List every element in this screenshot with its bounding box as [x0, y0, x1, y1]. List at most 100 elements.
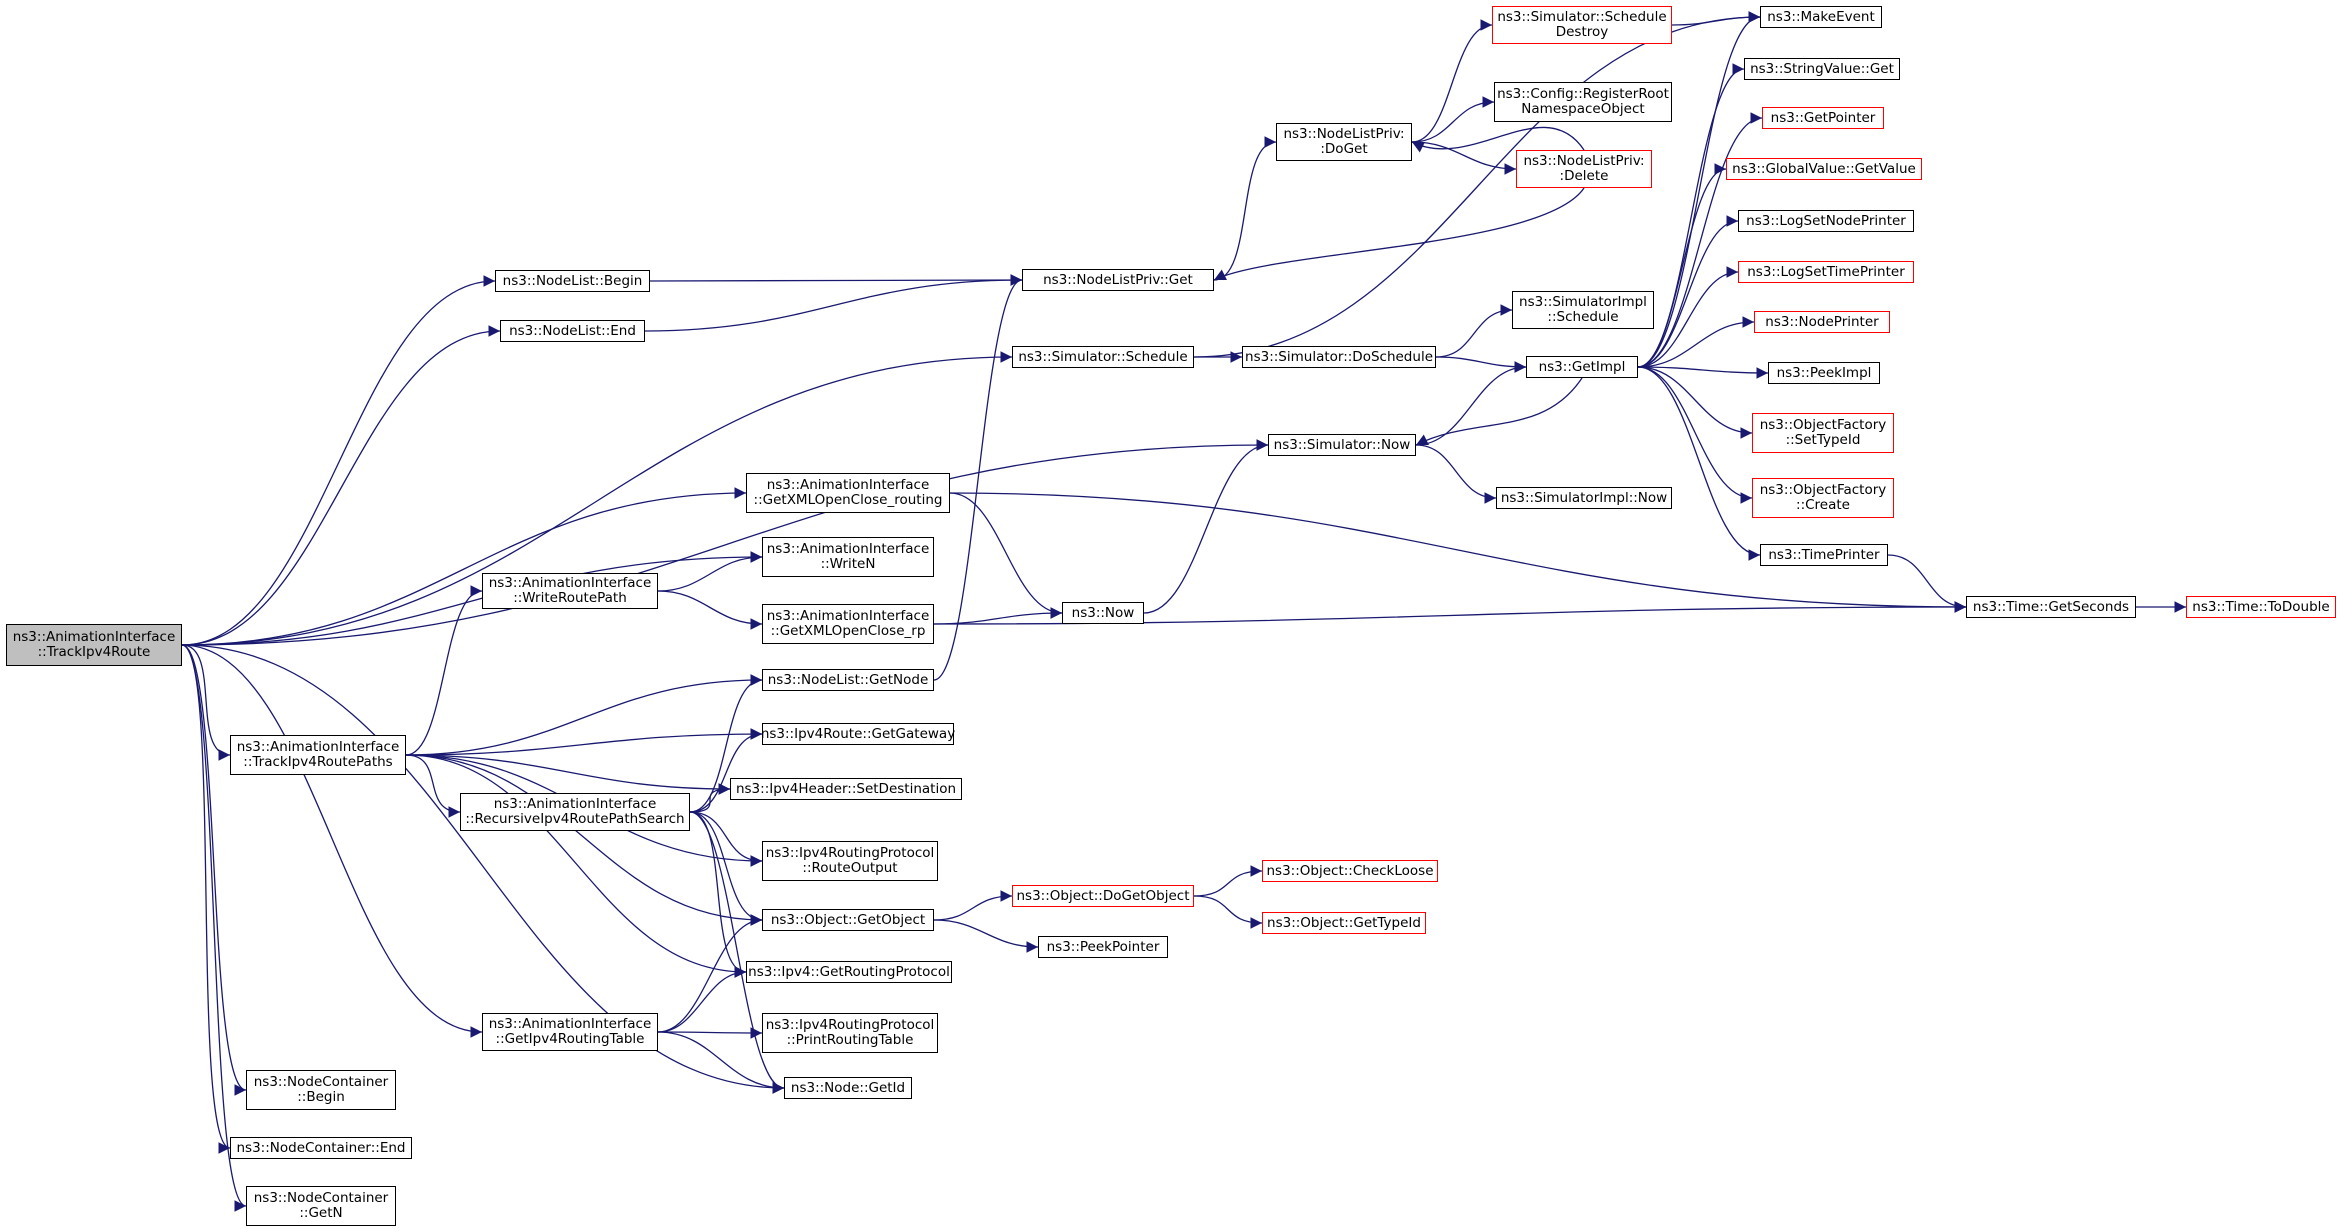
node-label-line: ns3::AnimationInterface [488, 1016, 652, 1032]
node-label-line: ::WriteN [820, 556, 876, 572]
graph-node-obj-dogetobject[interactable]: ns3::Object::DoGetObject [1012, 885, 1194, 907]
graph-node-makeevent[interactable]: ns3::MakeEvent [1760, 6, 1882, 28]
node-label-line: ::GetIpv4RoutingTable [495, 1031, 645, 1047]
node-label-line: ns3::NodeContainer::End [236, 1139, 406, 1156]
graph-node-obj-gettypeid[interactable]: ns3::Object::GetTypeId [1262, 912, 1426, 934]
graph-node-ipv4route-gw[interactable]: ns3::Ipv4Route::GetGateway [761, 723, 955, 745]
graph-node-stringvalue-get[interactable]: ns3::StringValue::Get [1744, 58, 1900, 80]
graph-node-ai-writeroutepath[interactable]: ns3::AnimationInterface::WriteRoutePath [482, 573, 658, 609]
graph-node-nlp-delete[interactable]: ns3::NodeListPriv::Delete [1516, 150, 1652, 188]
call-edge-ai-recursive-to-rp-routeoutput [689, 811, 763, 867]
node-label-line: ns3::AnimationInterface [766, 477, 930, 493]
node-label-line: ns3::NodeList::End [509, 322, 636, 339]
graph-node-nl-getnode[interactable]: ns3::NodeList::GetNode [762, 669, 934, 691]
node-label-line: ::Schedule [1547, 309, 1619, 325]
call-edge-obj-getobject-to-obj-dogetobject [933, 890, 1013, 921]
node-label-line: ns3::NodeContainer [253, 1190, 389, 1206]
graph-node-ai-recursive[interactable]: ns3::AnimationInterface::RecursiveIpv4Ro… [460, 793, 690, 831]
node-label-line: ns3::MakeEvent [1767, 8, 1875, 25]
graph-node-sim-schedule[interactable]: ns3::Simulator::Schedule [1012, 346, 1194, 368]
graph-node-ai-xml-routing[interactable]: ns3::AnimationInterface::GetXMLOpenClose… [746, 473, 950, 513]
graph-node-obj-getobject[interactable]: ns3::Object::GetObject [762, 909, 934, 931]
graph-node-nlp-doget[interactable]: ns3::NodeListPriv::DoGet [1276, 123, 1412, 161]
call-edge-nl-getnode-to-nlp-get [933, 274, 1023, 681]
call-edge-nlp-doget-to-cfg-register [1411, 96, 1495, 143]
call-edge-root-to-nc-end [181, 644, 231, 1154]
call-edge-ai-recursive-to-obj-getobject [689, 811, 763, 926]
call-edge-sim-now-to-simimpl-now [1415, 444, 1497, 504]
graph-node-nl-end[interactable]: ns3::NodeList::End [500, 320, 645, 342]
graph-node-ai-trackpaths[interactable]: ns3::AnimationInterface::TrackIpv4RouteP… [230, 735, 406, 775]
node-label-line: ns3::GetImpl [1538, 358, 1626, 375]
node-label-line: ns3::Ipv4Header::SetDestination [735, 780, 957, 797]
graph-node-ai-getrt[interactable]: ns3::AnimationInterface::GetIpv4RoutingT… [482, 1013, 658, 1051]
node-label-line: ns3::NodeContainer [253, 1074, 389, 1090]
call-edge-ai-writeroutepath-to-ai-xml-rp [657, 590, 763, 630]
node-label-line: ns3::ObjectFactory [1759, 482, 1887, 498]
node-label-line: ns3::StringValue::Get [1750, 60, 1894, 77]
graph-node-node-getid[interactable]: ns3::Node::GetId [784, 1077, 912, 1099]
call-edge-root-to-nl-end [181, 325, 501, 646]
graph-node-timeprinter[interactable]: ns3::TimePrinter [1760, 544, 1888, 566]
node-label-line: ::RecursiveIpv4RoutePathSearch [465, 811, 685, 827]
call-edge-getimpl-to-peekimpl [1637, 366, 1769, 379]
graph-node-nc-end[interactable]: ns3::NodeContainer::End [230, 1137, 412, 1159]
node-label-line: ns3::AnimationInterface [766, 608, 930, 624]
graph-node-ipv4hdr-setdest[interactable]: ns3::Ipv4Header::SetDestination [730, 778, 962, 800]
call-edge-getimpl-to-logsetnodeprinter [1637, 215, 1739, 368]
graph-node-nodeprinter[interactable]: ns3::NodePrinter [1754, 311, 1890, 333]
node-label-line: ns3::PeekImpl [1776, 364, 1872, 381]
call-edge-root-to-ai-trackpaths [181, 644, 231, 761]
graph-node-simimpl-schedule[interactable]: ns3::SimulatorImpl::Schedule [1512, 291, 1654, 329]
graph-node-now[interactable]: ns3::Now [1062, 602, 1144, 624]
node-label-line: ns3::Simulator::Schedule [1018, 348, 1188, 365]
graph-node-gv-getvalue[interactable]: ns3::GlobalValue::GetValue [1726, 158, 1922, 180]
node-label-line: ns3::AnimationInterface [488, 575, 652, 591]
graph-node-obj-checkloose[interactable]: ns3::Object::CheckLoose [1262, 860, 1438, 882]
node-label-line: ns3::PeekPointer [1046, 938, 1160, 955]
call-edge-now-to-sim-now [1143, 439, 1269, 614]
node-label-line: ns3::NodeList::GetNode [767, 671, 929, 688]
node-label-line: ::Create [1796, 497, 1850, 513]
graph-node-nc-begin[interactable]: ns3::NodeContainer::Begin [246, 1070, 396, 1110]
call-edge-getimpl-to-timeprinter [1637, 366, 1761, 561]
graph-node-nc-getn[interactable]: ns3::NodeContainer::GetN [246, 1186, 396, 1226]
graph-node-peekpointer[interactable]: ns3::PeekPointer [1038, 936, 1168, 958]
node-label-line: ::PrintRoutingTable [786, 1032, 914, 1048]
graph-node-time-getseconds[interactable]: ns3::Time::GetSeconds [1966, 596, 2136, 618]
graph-node-nl-begin[interactable]: ns3::NodeList::Begin [495, 270, 650, 292]
graph-node-root: ns3::AnimationInterface::TrackIpv4Route [6, 624, 182, 666]
graph-node-getpointer[interactable]: ns3::GetPointer [1762, 107, 1884, 129]
graph-node-of-settypeid[interactable]: ns3::ObjectFactory::SetTypeId [1752, 413, 1894, 453]
graph-node-ai-writen[interactable]: ns3::AnimationInterface::WriteN [762, 537, 934, 577]
node-label-line: ns3::Simulator::Now [1273, 436, 1411, 453]
graph-node-rp-printrt[interactable]: ns3::Ipv4RoutingProtocol::PrintRoutingTa… [762, 1013, 938, 1053]
graph-node-of-create[interactable]: ns3::ObjectFactory::Create [1752, 478, 1894, 518]
graph-node-simimpl-now[interactable]: ns3::SimulatorImpl::Now [1496, 487, 1672, 509]
graph-node-ai-xml-rp[interactable]: ns3::AnimationInterface::GetXMLOpenClose… [762, 604, 934, 644]
graph-node-getimpl[interactable]: ns3::GetImpl [1526, 356, 1638, 378]
graph-node-logsettimeprinter[interactable]: ns3::LogSetTimePrinter [1738, 261, 1914, 283]
node-label-line: ns3::Simulator::Schedule [1497, 9, 1667, 25]
node-label-line: ns3::SimulatorImpl [1519, 294, 1647, 310]
graph-node-peekimpl[interactable]: ns3::PeekImpl [1768, 362, 1880, 384]
graph-node-sim-now[interactable]: ns3::Simulator::Now [1268, 434, 1416, 456]
graph-node-rp-routeoutput[interactable]: ns3::Ipv4RoutingProtocol::RouteOutput [762, 841, 938, 881]
node-label-line: NamespaceObject [1521, 101, 1645, 117]
node-label-line: ns3::Ipv4::GetRoutingProtocol [748, 963, 950, 980]
call-edge-nlp-delete-to-nlp-get [1213, 187, 1585, 281]
call-edge-nlp-delete-to-nlp-doget [1411, 126, 1585, 153]
graph-node-sim-doschedule[interactable]: ns3::Simulator::DoSchedule [1242, 346, 1436, 368]
graph-node-ipv4-getrp[interactable]: ns3::Ipv4::GetRoutingProtocol [746, 961, 952, 983]
call-edge-nlp-get-to-nlp-doget [1213, 136, 1277, 281]
call-edge-ai-recursive-to-ipv4route-gw [689, 728, 763, 813]
node-label-line: ns3::Simulator::DoSchedule [1245, 348, 1433, 365]
graph-node-logsetnodeprinter[interactable]: ns3::LogSetNodePrinter [1738, 210, 1914, 232]
graph-node-nlp-get[interactable]: ns3::NodeListPriv::Get [1022, 269, 1214, 291]
graph-node-time-todouble[interactable]: ns3::Time::ToDouble [2186, 596, 2336, 618]
call-edge-root-to-nc-getn [181, 644, 247, 1212]
call-edge-obj-getobject-to-peekpointer [933, 919, 1039, 953]
